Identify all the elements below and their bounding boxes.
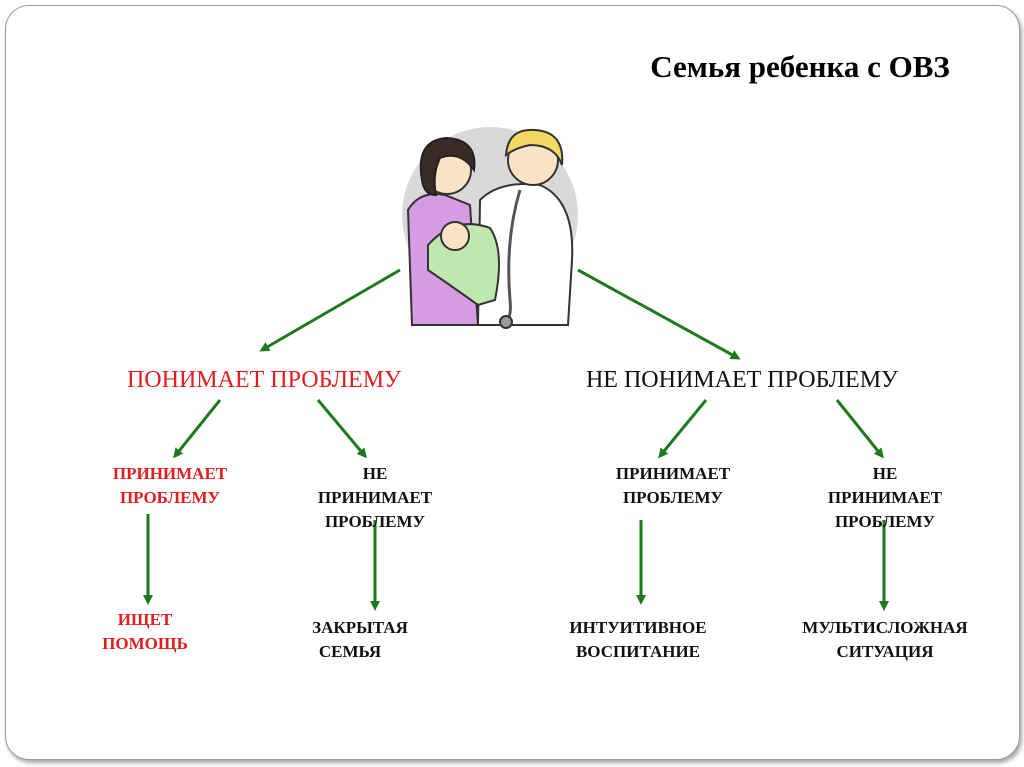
node-line: ПРИНИМАЕТ bbox=[112, 464, 228, 483]
page-title: Семья ребенка с ОВЗ bbox=[650, 49, 950, 84]
result-line: ИЩЕТ bbox=[117, 610, 173, 629]
result-closed-family: ЗАКРЫТАЯ СЕМЬЯ bbox=[290, 616, 430, 664]
node-line: НЕ bbox=[362, 464, 388, 483]
node-line: ПРОБЛЕМУ bbox=[622, 488, 724, 507]
result-line: ИНТУИТИВНОЕ bbox=[569, 618, 707, 637]
result-line: СЕМЬЯ bbox=[318, 642, 382, 661]
arrow-root-left bbox=[259, 268, 401, 352]
result-line: МУЛЬТИСЛОЖНАЯ bbox=[802, 618, 968, 637]
branch-not-understands: НЕ ПОНИМАЕТ ПРОБЛЕМУ bbox=[585, 367, 899, 393]
result-line: ВОСПИТАНИЕ bbox=[575, 642, 701, 661]
node-line: НЕ bbox=[872, 464, 898, 483]
result-intuitive-upbringing: ИНТУИТИВНОЕ ВОСПИТАНИЕ bbox=[548, 616, 728, 664]
node-left-accepts: ПРИНИМАЕТ ПРОБЛЕМУ bbox=[100, 462, 240, 510]
node-line: ПРОБЛЕМУ bbox=[324, 512, 426, 531]
result-multi-complex-situation: МУЛЬТИСЛОЖНАЯ СИТУАЦИЯ bbox=[782, 616, 988, 664]
node-right-rejects: НЕ ПРИНИМАЕТ ПРОБЛЕМУ bbox=[810, 462, 960, 534]
node-left-rejects: НЕ ПРИНИМАЕТ ПРОБЛЕМУ bbox=[300, 462, 450, 534]
arrow-right-reject bbox=[835, 399, 884, 459]
result-seeks-help: ИЩЕТ ПОМОЩЬ bbox=[80, 608, 210, 656]
result-line: ЗАКРЫТАЯ bbox=[312, 618, 408, 637]
node-line: ПРИНИМАЕТ bbox=[615, 464, 731, 483]
arrow-right-accept bbox=[658, 399, 708, 459]
branch-understands: ПОНИМАЕТ ПРОБЛЕМУ bbox=[126, 367, 402, 393]
arrow-root-right bbox=[577, 268, 741, 360]
result-line: ПОМОЩЬ bbox=[102, 634, 188, 653]
arrow-left-accept bbox=[173, 399, 222, 459]
node-line: ПРИНИМАЕТ bbox=[827, 488, 943, 507]
node-line: ПРОБЛЕМУ bbox=[119, 488, 221, 507]
arrow-left-reject bbox=[316, 399, 367, 459]
node-line: ПРИНИМАЕТ bbox=[317, 488, 433, 507]
result-line: СИТУАЦИЯ bbox=[836, 642, 934, 661]
node-right-accepts: ПРИНИМАЕТ ПРОБЛЕМУ bbox=[598, 462, 748, 510]
node-line: ПРОБЛЕМУ bbox=[834, 512, 936, 531]
